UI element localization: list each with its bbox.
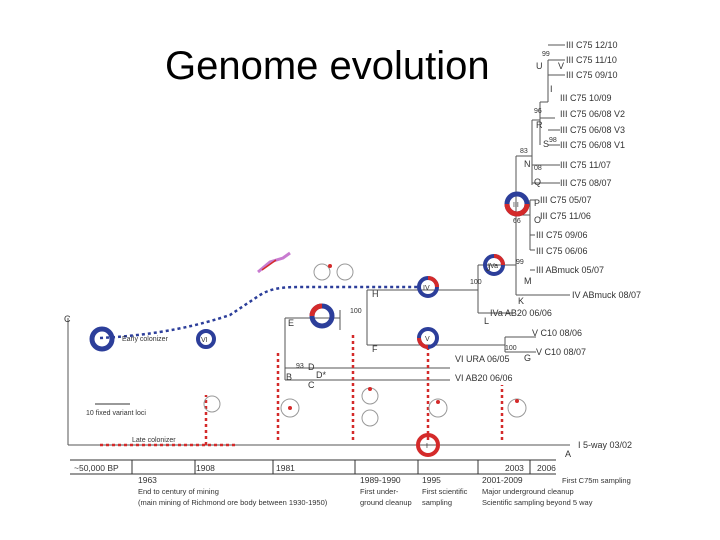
node-label-g: G <box>524 353 531 363</box>
tip-label: III C75 11/07 <box>560 160 611 170</box>
svg-text:100: 100 <box>505 345 517 352</box>
tip-label: I 5-way 03/02 <box>578 440 632 450</box>
node-label-q: Q <box>534 177 541 187</box>
node-label-m: M <box>524 276 532 286</box>
node-label-c-left: C <box>64 314 71 324</box>
svg-text:1989-1990: 1989-1990 <box>360 475 401 485</box>
tip-label: III C75 08/07 <box>560 178 612 188</box>
svg-text:(main mining of Richmond ore b: (main mining of Richmond ore body betwee… <box>138 498 328 507</box>
svg-text:III: III <box>513 202 519 209</box>
node-label-s: S <box>543 139 549 149</box>
tree-lines <box>67 44 570 446</box>
svg-text:66: 66 <box>513 218 521 225</box>
tip-label: III C75 11/10 <box>566 55 617 65</box>
annotations: Early colonizer Late colonizer 10 fixed … <box>86 336 176 444</box>
svg-text:1963: 1963 <box>138 475 157 485</box>
early-colonizer-circle <box>89 326 115 352</box>
svg-text:End to century of mining: End to century of mining <box>138 487 219 496</box>
tip-label: IV ABmuck 08/07 <box>572 290 641 300</box>
svg-text:VI: VI <box>201 337 208 344</box>
tip-label: III C75 05/07 <box>540 195 592 205</box>
node-label-u: U <box>536 61 543 71</box>
tip-label: VI AB20 06/06 <box>455 373 513 383</box>
node-label-k: K <box>518 296 524 306</box>
svg-text:Scientific sampling beyond 5 w: Scientific sampling beyond 5 way <box>482 498 593 507</box>
tip-label: III C75 06/08 V1 <box>560 140 625 150</box>
svg-text:2003: 2003 <box>505 463 524 473</box>
node-label-o: O <box>534 215 541 225</box>
tip-label: III ABmuck 05/07 <box>536 265 604 275</box>
svg-text:98: 98 <box>549 137 557 144</box>
svg-text:96: 96 <box>534 108 542 115</box>
tip-label: V C10 08/06 <box>532 328 582 338</box>
node-label-p: P <box>534 198 540 208</box>
svg-text:sampling: sampling <box>422 498 452 507</box>
slide-title: Genome evolution <box>165 44 490 88</box>
colonizer-paths <box>99 285 504 447</box>
tip-label: III C75 12/10 <box>566 40 618 50</box>
timeline: ~50,000 BP 1908 1981 2003 2006 1963 End … <box>70 459 631 507</box>
node-label-b: B <box>286 372 292 382</box>
tip-label: III C75 11/06 <box>540 211 591 221</box>
node-label-d: D <box>308 362 315 372</box>
svg-text:99: 99 <box>542 51 550 58</box>
tip-labels: III C75 12/10 III C75 11/10 III C75 09/1… <box>455 40 641 450</box>
svg-text:I: I <box>426 443 428 450</box>
node-label-i-top: I <box>550 84 553 94</box>
svg-text:First under-: First under- <box>360 487 399 496</box>
svg-text:First scientific: First scientific <box>422 487 468 496</box>
node-label-l: L <box>484 316 489 326</box>
pop-circle-vi <box>196 329 216 349</box>
svg-text:2006: 2006 <box>537 463 556 473</box>
timeline-start: ~50,000 BP <box>74 463 119 473</box>
bootstrap-values: 99 96 98 83 08 66 99 100 100 100 93 <box>296 51 557 370</box>
tip-label: III C75 09/10 <box>566 70 618 80</box>
scale-bar-label: 10 fixed variant loci <box>86 410 146 417</box>
tip-label: III C75 10/09 <box>560 93 612 103</box>
svg-text:1908: 1908 <box>196 463 215 473</box>
early-colonizer-label: Early colonizer <box>122 336 169 343</box>
svg-text:100: 100 <box>470 279 482 286</box>
late-colonizer-label: Late colonizer <box>132 437 176 444</box>
circle-labels: III IV IVa V VI I <box>201 202 519 450</box>
node-labels: U V I R S N Q P O J M K H L G E F D D* B… <box>64 61 571 459</box>
svg-text:IVa: IVa <box>488 263 498 270</box>
svg-text:08: 08 <box>534 165 542 172</box>
svg-text:ground cleanup: ground cleanup <box>360 498 412 507</box>
pop-circle-i <box>416 433 440 457</box>
svg-text:93: 93 <box>296 363 304 370</box>
svg-text:99: 99 <box>516 259 524 266</box>
tip-label: V C10 08/07 <box>536 347 586 357</box>
node-label-c: C <box>308 380 315 390</box>
tip-label: III C75 06/08 V2 <box>560 109 625 119</box>
node-label-a: A <box>565 449 571 459</box>
svg-text:First C75m sampling: First C75m sampling <box>562 476 631 485</box>
svg-text:1995: 1995 <box>422 475 441 485</box>
svg-text:V: V <box>425 336 430 343</box>
svg-text:Major underground cleanup: Major underground cleanup <box>482 487 574 496</box>
tip-label: III C75 06/08 V3 <box>560 125 625 135</box>
tip-label: VI URA 06/05 <box>455 354 510 364</box>
node-label-n: N <box>524 159 531 169</box>
svg-text:1981: 1981 <box>276 463 295 473</box>
node-label-r: R <box>536 120 543 130</box>
svg-text:100: 100 <box>350 308 362 315</box>
node-label-f: F <box>372 344 378 354</box>
svg-text:83: 83 <box>520 148 528 155</box>
node-label-h: H <box>372 289 379 299</box>
tip-label: IVa AB20 06/06 <box>490 308 552 318</box>
tip-label: III C75 06/06 <box>536 246 588 256</box>
svg-text:2001-2009: 2001-2009 <box>482 475 523 485</box>
tip-label: III C75 09/06 <box>536 230 588 240</box>
node-label-v: V <box>558 61 564 71</box>
svg-text:IV: IV <box>423 285 430 292</box>
node-label-e: E <box>288 318 294 328</box>
node-label-dstar: D* <box>316 370 326 380</box>
population-circles <box>89 191 530 457</box>
node-label-j: J <box>486 263 491 273</box>
